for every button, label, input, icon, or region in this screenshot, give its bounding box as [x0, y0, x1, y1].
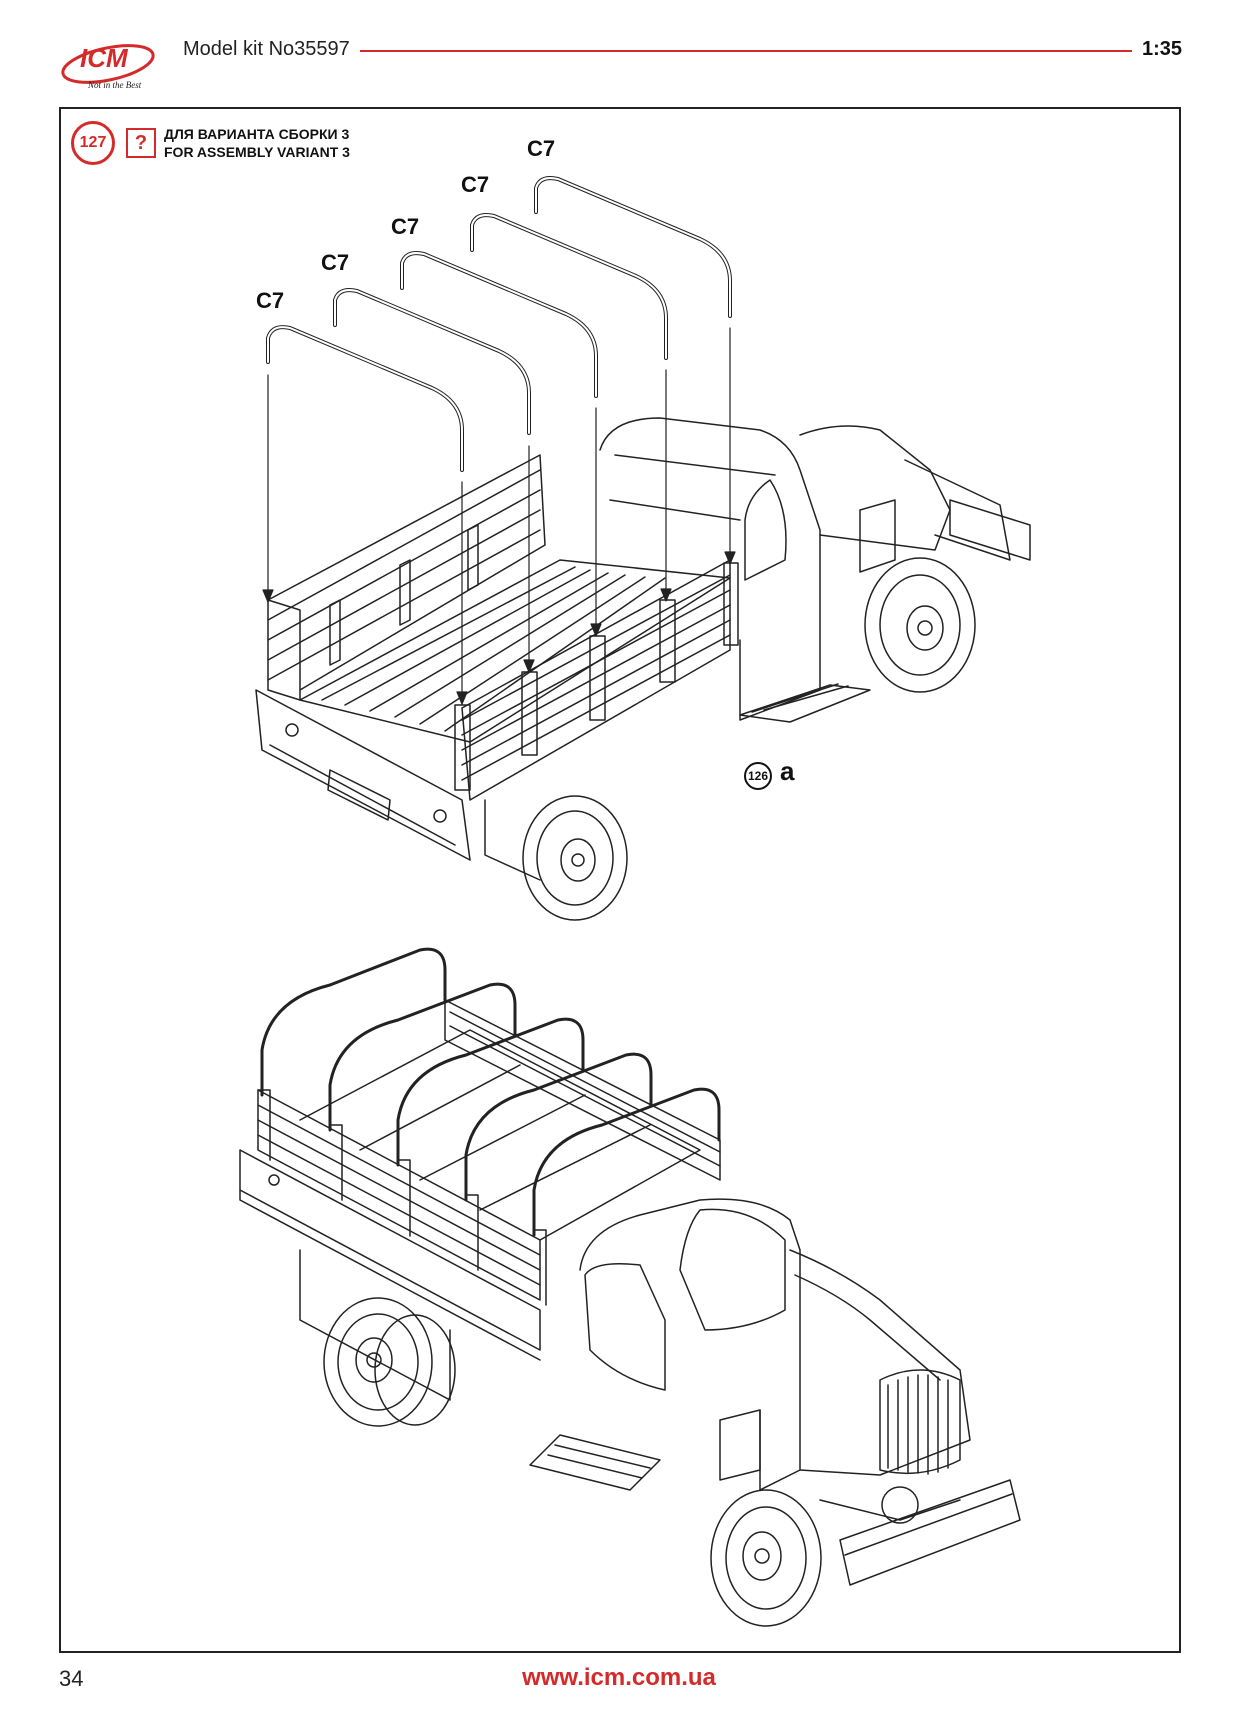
reference-letter: a: [780, 756, 795, 786]
assembled-front-wheel: [710, 1489, 822, 1627]
page-number: 34: [59, 1666, 84, 1691]
part-label-c7: C7: [391, 214, 420, 239]
part-label-c7: C7: [527, 136, 556, 161]
cargo-bed-top: [255, 454, 739, 861]
assembled-bows: [260, 947, 721, 1237]
header-divider: [360, 50, 1132, 52]
optional-step-icon: ?: [126, 128, 156, 158]
bow-c7-4: [470, 213, 668, 360]
bow-c7-5: [534, 176, 732, 318]
part-label-c7: C7: [461, 172, 490, 197]
bow-c7-1: [266, 325, 464, 472]
model-kit-number: Model kit No35597: [183, 38, 350, 60]
rear-wheel-top: [484, 795, 628, 921]
step-number-badge: 127: [71, 121, 115, 165]
instruction-frame: [59, 107, 1181, 1653]
assembled-cab: [529, 1198, 1021, 1586]
logo-brand-text: ICM: [80, 43, 129, 73]
variant-title-ru: ДЛЯ ВАРИАНТА СБОРКИ 3: [164, 126, 350, 142]
front-wheel-top: [864, 557, 976, 693]
bow-c7-2: [333, 288, 531, 435]
assembly-variant-title: ДЛЯ ВАРИАНТА СБОРКИ 3 FOR ASSEMBLY VARIA…: [164, 125, 350, 161]
variant-title-en: FOR ASSEMBLY VARIANT 3: [164, 144, 350, 160]
part-label-c7: C7: [256, 288, 285, 313]
reference-step-badge: 126: [744, 762, 772, 790]
cab-top: [599, 417, 1031, 723]
logo-slogan: Not in the Best: [87, 80, 142, 90]
assembled-cargo-bed: [239, 999, 721, 1401]
icm-logo: ICM Not in the Best: [58, 34, 164, 92]
part-label-c7: C7: [321, 250, 350, 275]
insertion-arrows: [262, 327, 736, 705]
scale-label: 1:35: [1142, 38, 1183, 60]
website-link[interactable]: www.icm.com.ua: [522, 1664, 716, 1691]
bow-c7-3: [400, 251, 598, 398]
assembled-rear-wheel: [323, 1297, 456, 1427]
